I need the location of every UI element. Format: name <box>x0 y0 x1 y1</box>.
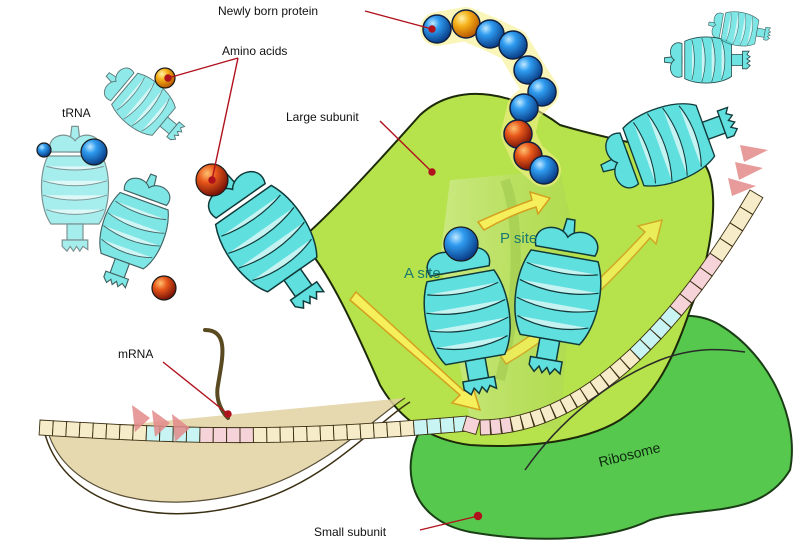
label-large-subunit: Large subunit <box>286 110 359 124</box>
mrna-codon <box>212 427 228 444</box>
mrna-codon <box>252 426 268 444</box>
mrna-strand <box>38 189 764 515</box>
mrna-codon <box>439 416 456 434</box>
mrna-codon <box>38 419 54 437</box>
mrna-codon <box>78 421 94 439</box>
trna-molecule <box>708 11 772 47</box>
label-p-site: P site <box>500 230 537 247</box>
mrna-codon <box>386 420 402 438</box>
mrna-back-strand <box>524 348 746 471</box>
label-amino-acids: Amino acids <box>222 44 287 58</box>
mrna-codon <box>319 424 335 442</box>
mrna-codon <box>461 415 481 435</box>
mrna-codon <box>239 427 254 444</box>
mrna-codon <box>489 418 502 436</box>
trna-molecule <box>40 125 110 253</box>
label-leaders <box>162 10 483 531</box>
trna-molecule <box>514 217 602 376</box>
mrna-codon <box>292 425 308 443</box>
mrna-codon <box>529 408 546 427</box>
mrna-codon <box>549 399 568 419</box>
mrna-codon <box>509 414 524 433</box>
trna-molecule <box>103 67 186 141</box>
label-newly-born-protein: Newly born protein <box>218 4 318 18</box>
mrna-codon <box>51 420 68 438</box>
mrna-codon <box>519 411 535 430</box>
amino-acid-ball <box>151 275 177 301</box>
mrna-codon <box>426 417 442 435</box>
trna-molecule <box>207 170 326 310</box>
mrna-codon <box>332 424 348 441</box>
amino-acid-balls <box>36 67 479 301</box>
label-a-site: A site <box>404 265 441 282</box>
peptide-transfer-arrow <box>476 190 552 231</box>
mrna-codon <box>199 426 214 443</box>
incoming-trna-arrow <box>348 290 482 412</box>
mrna-codon <box>346 423 362 441</box>
mrna-codon <box>92 422 108 440</box>
mrna-codon <box>359 422 375 440</box>
mrna-segments <box>38 189 764 444</box>
mrna-codon <box>279 426 295 443</box>
protein-bead <box>509 93 539 123</box>
mrna-codon <box>479 419 491 436</box>
mrna-codon <box>266 426 281 443</box>
mrna-codon <box>118 424 134 441</box>
trna-molecules <box>40 11 772 396</box>
mrna-codon <box>412 418 429 436</box>
mrna-codon <box>372 421 389 439</box>
label-mrna: mRNA <box>118 347 153 361</box>
trna-molecule <box>99 173 171 289</box>
protein-bead <box>513 55 543 85</box>
direction-arrows-right <box>728 145 768 196</box>
mrna-codon <box>599 366 620 387</box>
mrna-codon <box>65 421 81 438</box>
protein-bead <box>422 14 452 44</box>
amino-acid-ball <box>36 142 52 158</box>
trna-molecule <box>600 103 739 189</box>
mrna-codon <box>559 393 578 414</box>
mrna-codon <box>629 338 652 361</box>
mrna-codon <box>619 348 641 370</box>
direction-arrows-left <box>132 405 190 442</box>
amino-acid-ball <box>443 226 479 262</box>
mrna-codon <box>609 357 631 379</box>
protein-bead <box>498 30 528 60</box>
protein-bead <box>529 155 559 185</box>
mrna-codon <box>399 419 415 437</box>
amino-acid-ball <box>80 138 108 166</box>
label-small-subunit: Small subunit <box>314 525 387 539</box>
newly-born-protein-chain <box>420 7 561 187</box>
mrna-codon <box>569 387 589 408</box>
mrna-codon <box>226 427 241 444</box>
mrna-codon <box>739 189 764 216</box>
trna-molecule <box>423 237 511 396</box>
mrna-codon <box>306 425 322 442</box>
label-trna: tRNA <box>62 106 91 120</box>
mrna-codon <box>499 416 513 435</box>
mrna-codon <box>105 423 121 440</box>
